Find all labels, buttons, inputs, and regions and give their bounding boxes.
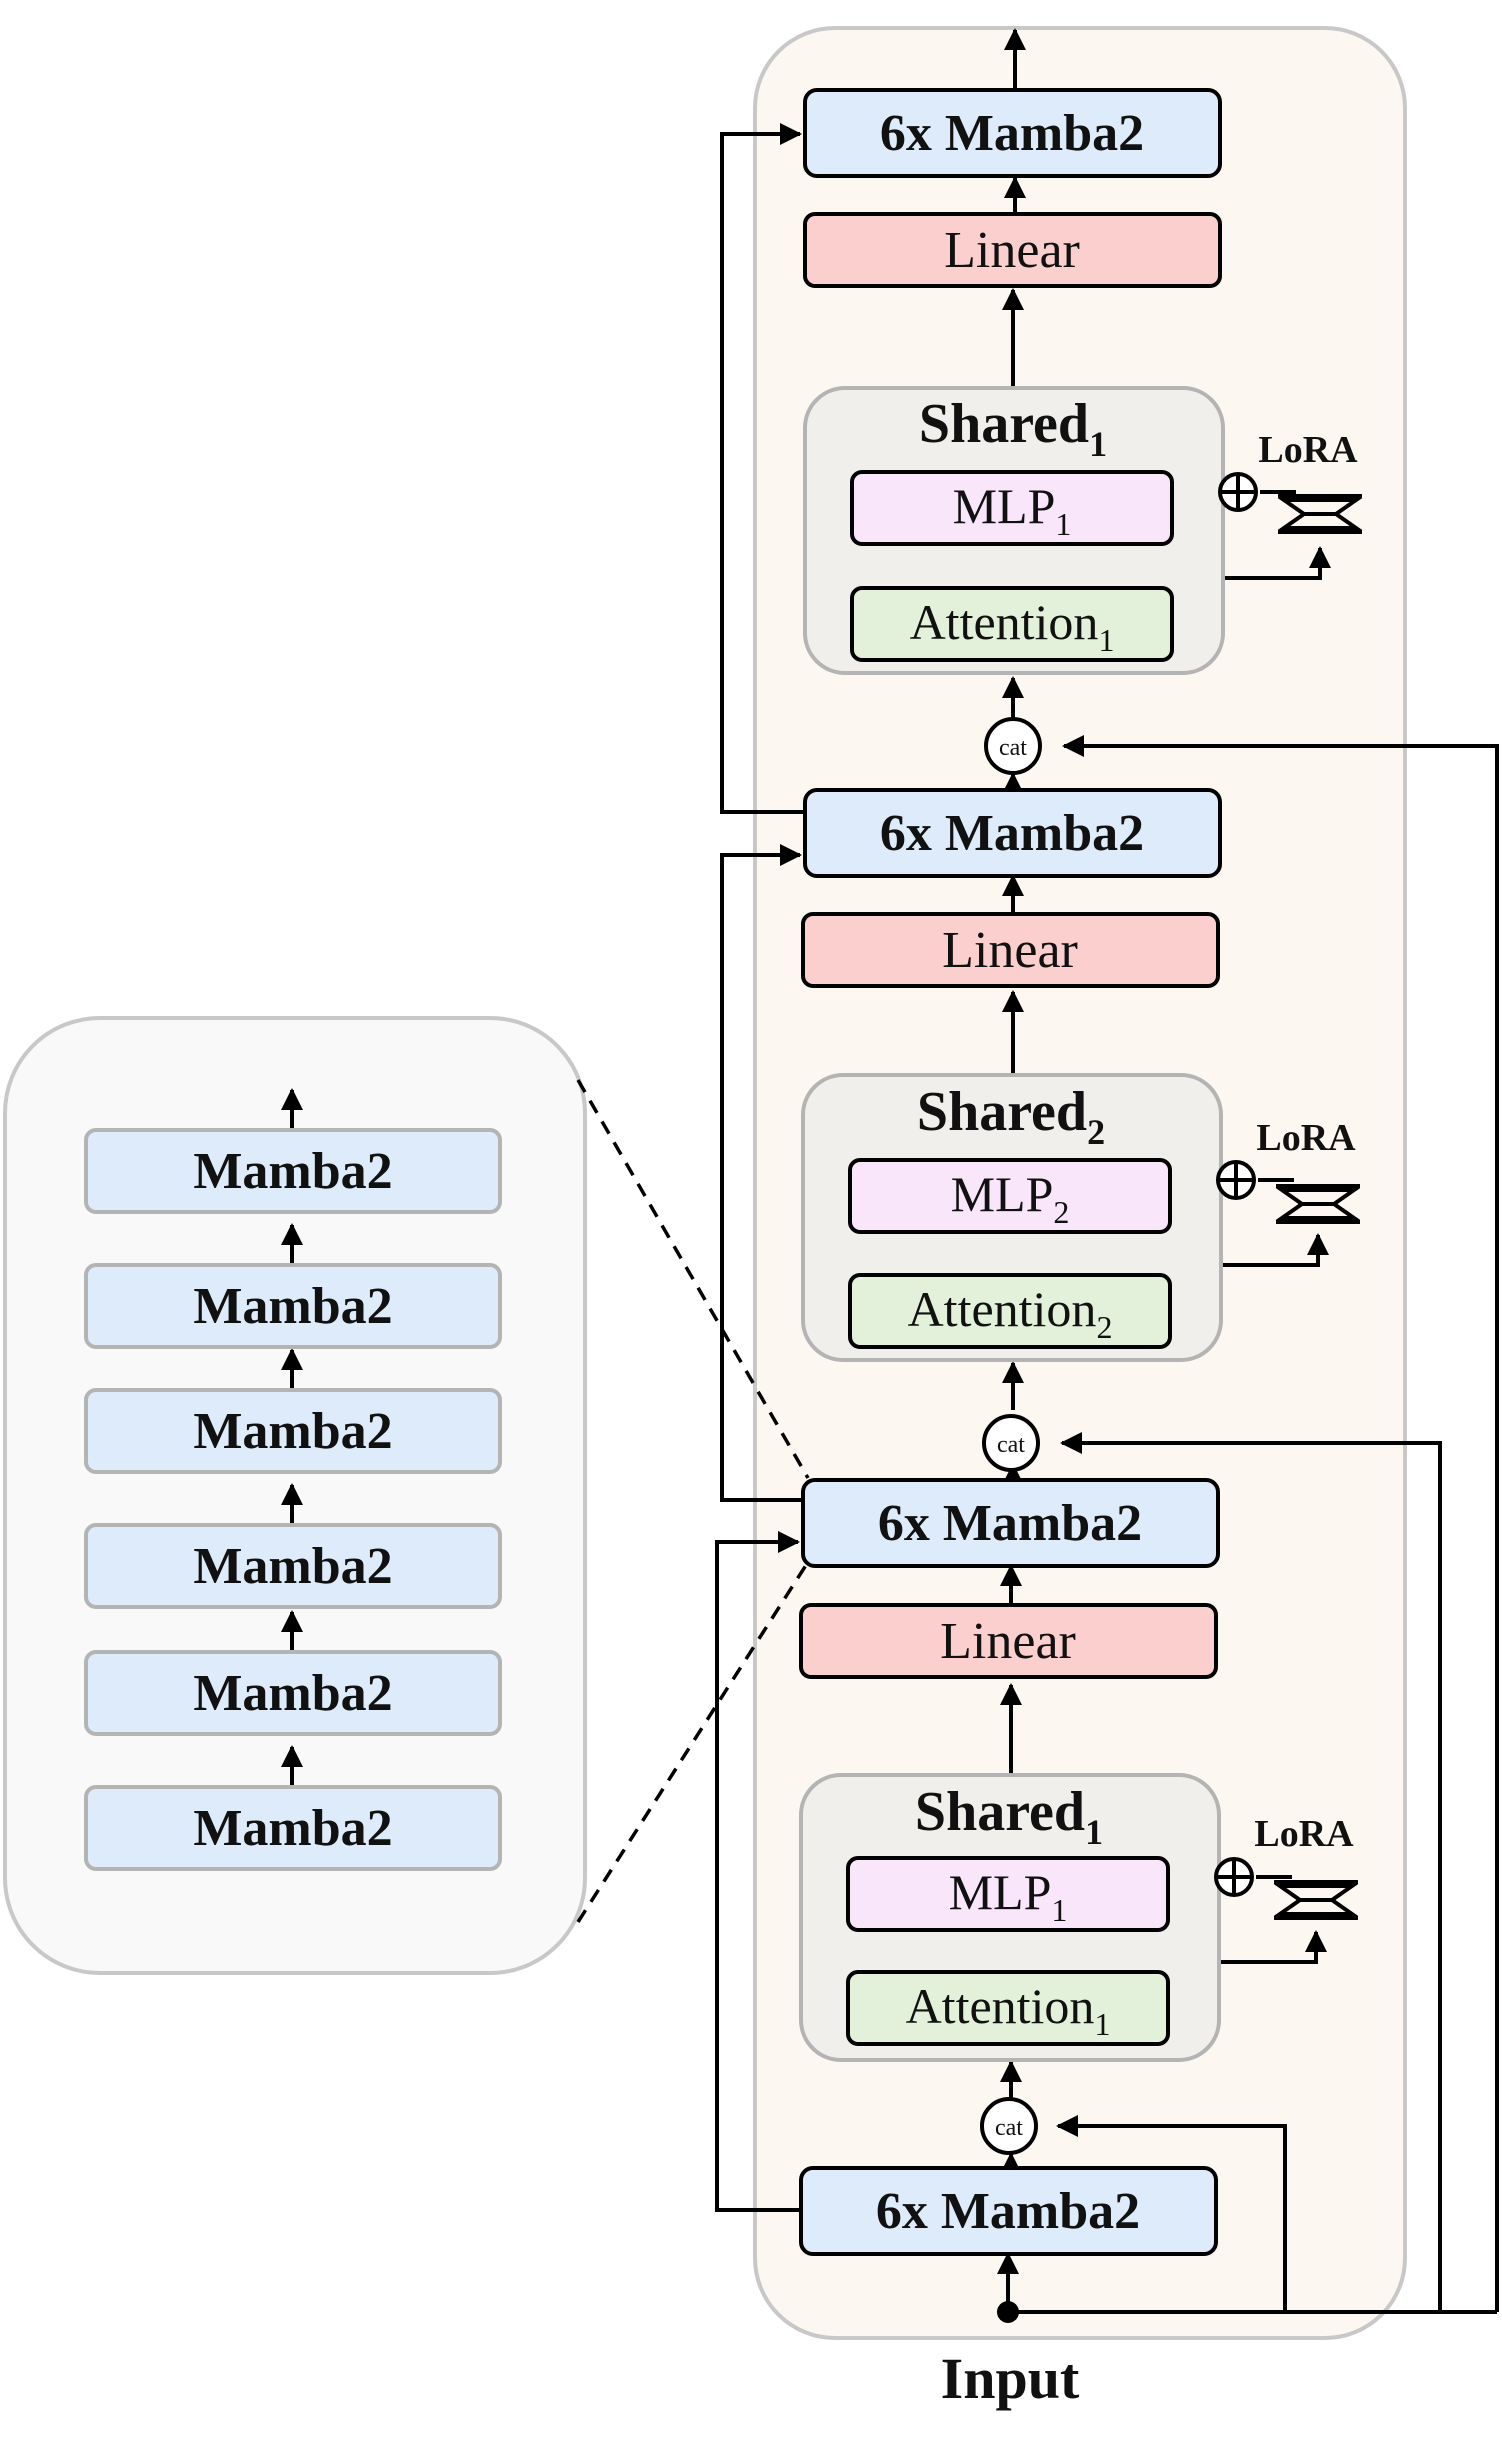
skip-connections	[715, 123, 1499, 2314]
attention-box	[850, 586, 1174, 662]
svg-text:cat: cat	[997, 1432, 1025, 1458]
linear-block-1: Linear	[803, 212, 1222, 288]
svg-text:6x Mamba2: 6x Mamba2	[880, 105, 1144, 162]
lora-adapter-icon	[1275, 1184, 1361, 1224]
svg-text:Mamba2: Mamba2	[193, 1403, 392, 1460]
svg-text:Linear: Linear	[942, 922, 1078, 979]
mamba2-layer: Mamba2	[84, 1263, 502, 1349]
svg-text:Mamba2: Mamba2	[193, 1143, 392, 1200]
linear-block-2: Linear	[801, 912, 1220, 988]
shared-block-1-top: Shared1 MLP1 Attention1	[803, 386, 1225, 675]
svg-text:Attention1: Attention1	[906, 1978, 1111, 2042]
mamba2-layer: Mamba2	[84, 1523, 502, 1609]
lora-label: LoRA	[1258, 429, 1358, 471]
svg-text:MLP1: MLP1	[949, 1864, 1068, 1928]
add-node	[1214, 1857, 1254, 1897]
lora-adapter-icon	[1273, 1880, 1359, 1920]
svg-text:Shared1: Shared1	[919, 393, 1107, 464]
linear-block-3: Linear	[799, 1603, 1218, 1679]
svg-text:Mamba2: Mamba2	[193, 1278, 392, 1335]
svg-text:Attention1: Attention1	[910, 594, 1115, 658]
input-node	[997, 2301, 1019, 2323]
shared-label: Shared	[919, 393, 1089, 455]
mlp-box	[850, 470, 1174, 546]
svg-text:Shared2: Shared2	[917, 1081, 1105, 1152]
mamba-block-top: 6x Mamba2	[803, 88, 1222, 178]
svg-text:6x Mamba2: 6x Mamba2	[880, 805, 1144, 862]
mamba2-layer: Mamba2	[84, 1650, 502, 1736]
mamba2-layer: Mamba2	[84, 1785, 502, 1871]
svg-text:Linear: Linear	[944, 222, 1080, 279]
mamba-block-3: 6x Mamba2	[801, 1478, 1220, 1568]
attention-box	[848, 1273, 1172, 1349]
mlp-box	[846, 1856, 1170, 1932]
shared-block-2: Shared2 MLP2 Attention2	[801, 1073, 1223, 1362]
zoom-line-top	[576, 1079, 810, 1479]
shared-block-1-bottom: Shared1 MLP1 Attention1	[799, 1773, 1221, 2062]
add-node	[1218, 472, 1258, 512]
mamba2-layer: Mamba2	[84, 1388, 502, 1474]
svg-text:cat: cat	[995, 2115, 1023, 2141]
svg-text:Attention2: Attention2	[908, 1281, 1113, 1345]
shared-label: Shared	[915, 1781, 1085, 1843]
mlp-box	[848, 1158, 1172, 1234]
svg-text:MLP2: MLP2	[951, 1166, 1070, 1230]
svg-text:6x Mamba2: 6x Mamba2	[878, 1495, 1142, 1552]
svg-text:cat: cat	[999, 735, 1027, 761]
attention-box	[846, 1970, 1170, 2046]
lora-adapter-icon	[1277, 494, 1363, 534]
svg-text:Mamba2: Mamba2	[193, 1538, 392, 1595]
cat-node: cat	[984, 717, 1042, 775]
add-node	[1216, 1160, 1256, 1200]
svg-text:Shared1: Shared1	[915, 1781, 1103, 1852]
svg-text:Mamba2: Mamba2	[193, 1800, 392, 1857]
lora-label: LoRA	[1256, 1117, 1356, 1159]
input-label: Input	[941, 2346, 1080, 2411]
svg-text:6x Mamba2: 6x Mamba2	[876, 2183, 1140, 2240]
lora-label: LoRA	[1254, 1813, 1354, 1855]
mamba-block-bottom: 6x Mamba2	[799, 2166, 1218, 2256]
cat-node: cat	[980, 2097, 1038, 2155]
shared-label: Shared	[917, 1081, 1087, 1143]
svg-text:Linear: Linear	[940, 1613, 1076, 1670]
mamba2-layer: Mamba2	[84, 1128, 502, 1214]
cat-node: cat	[982, 1414, 1040, 1472]
mamba-block-2: 6x Mamba2	[803, 788, 1222, 878]
svg-text:MLP1: MLP1	[953, 478, 1072, 542]
svg-text:Mamba2: Mamba2	[193, 1665, 392, 1722]
